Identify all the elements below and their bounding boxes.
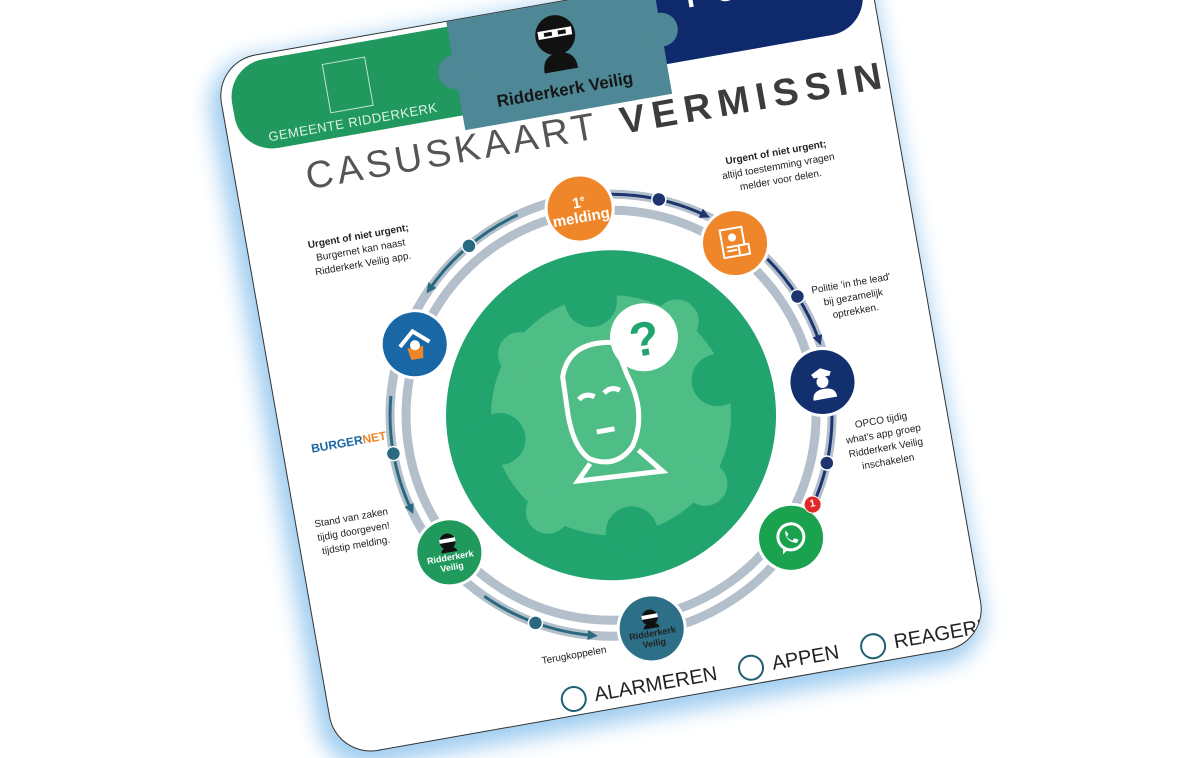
burgernet-house-icon: [398, 328, 431, 361]
arrow-head-icon: [698, 208, 710, 218]
police-officer-icon: [811, 368, 838, 401]
melding-label: melding: [551, 204, 612, 232]
node-ridderkerk-veilig-teal: Ridderkerk Veilig: [611, 587, 693, 669]
channel-icon: [385, 445, 402, 462]
burglar-mask-icon: [439, 533, 458, 554]
node-police: [781, 341, 864, 423]
burglar-mask-icon: [641, 609, 660, 630]
arrow-head-icon: [426, 282, 437, 294]
whatsapp-icon: [776, 522, 806, 555]
arrow-head-icon: [404, 502, 414, 515]
missing-person-icon: [560, 340, 669, 485]
casuskaart-card: GEMEENTE RIDDERKERK Ridderkerk Veilig PO…: [213, 0, 989, 758]
channel-icon: [789, 288, 806, 305]
channel-icon: [651, 191, 667, 208]
channel-icon: [461, 238, 477, 254]
whatsapp-icon: [858, 631, 889, 662]
ridderkerk-veilig-logo-block: Ridderkerk Veilig: [441, 0, 673, 131]
melding-sup: e: [579, 193, 586, 204]
arrow-head-icon: [587, 630, 598, 641]
node-burgernet: [374, 303, 456, 385]
arrow-head-icon: [812, 334, 823, 346]
node-ridderkerk-veilig-green: Ridderkerk Veilig: [408, 511, 490, 593]
node-consent-document: [694, 202, 776, 284]
channel-icon: [819, 455, 835, 471]
whatsapp-icon: [736, 652, 767, 683]
node-whatsapp: 1: [750, 494, 832, 579]
question-bubble: [610, 303, 679, 372]
document-lock-icon: [718, 225, 752, 260]
whatsapp-icon: [558, 683, 589, 715]
burglar-mask-icon: [535, 15, 579, 74]
channel-icon: [527, 615, 544, 631]
